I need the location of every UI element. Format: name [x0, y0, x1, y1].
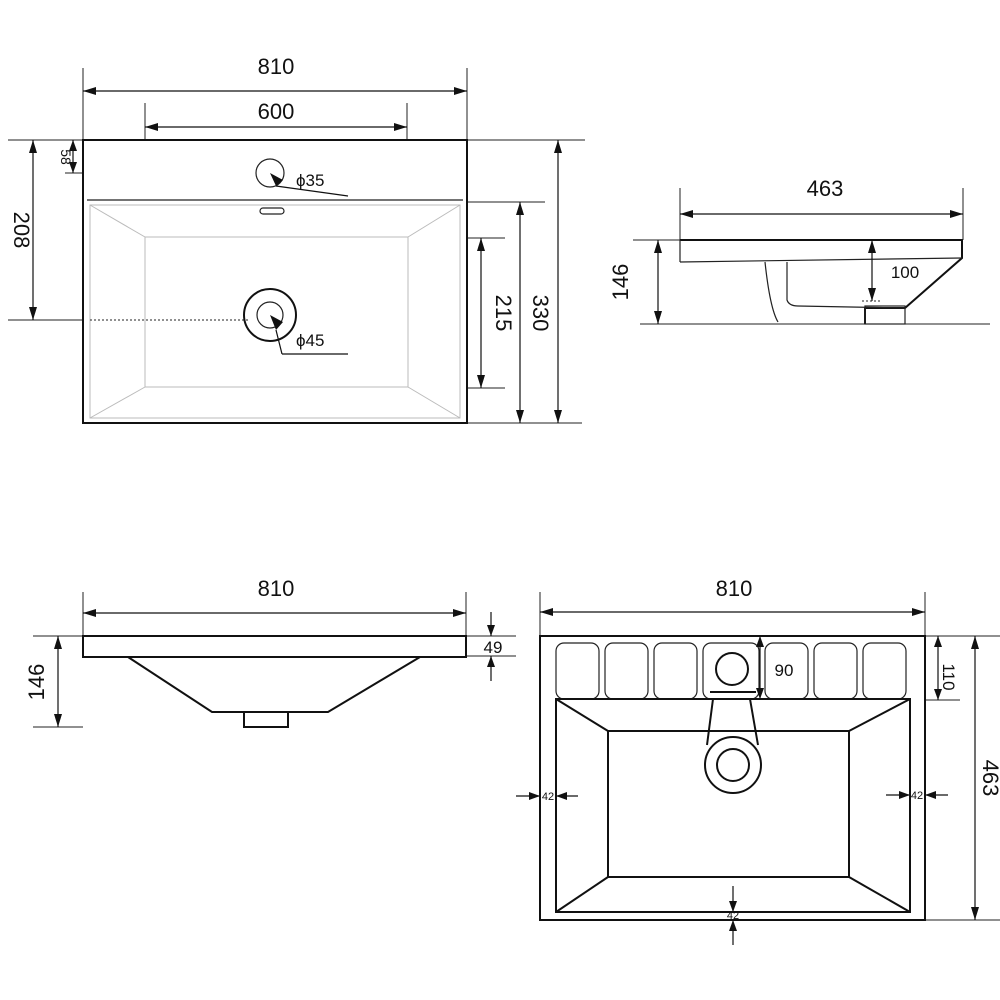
drain-offset-dimension: 208 [9, 212, 34, 249]
drain-hole [243, 288, 297, 342]
faucet-hole [255, 158, 285, 188]
plan-faucet-hole [715, 652, 749, 686]
drain-hole-label: ϕ45 [296, 331, 324, 350]
side-view: 463 146 100 [608, 176, 990, 325]
side-height-dimension: 146 [608, 264, 633, 301]
plan-width-dimension: 810 [716, 576, 753, 601]
basin-depth-dimension: 215 [491, 295, 516, 332]
plan-left-margin-dimension: 42 [542, 791, 554, 803]
top-inner-width-dimension: 600 [258, 99, 295, 124]
plan-faucet-dimension: 90 [775, 661, 794, 680]
plan-front-margin-dimension: 42 [727, 910, 739, 922]
depth-330-dimension: 330 [528, 295, 553, 332]
front-height-dimension: 146 [24, 664, 49, 701]
top-view-outline [82, 139, 468, 424]
top-width-dimension: 810 [258, 54, 295, 79]
plan-view: 90 110 463 810 42 42 42 [516, 576, 1000, 945]
plan-drain-hole [704, 736, 762, 794]
top-view: ϕ35 ϕ45 810 600 58 208 215 [8, 54, 585, 424]
front-view: 810 146 49 [24, 576, 516, 728]
plan-right-margin-dimension: 42 [911, 790, 923, 802]
front-rim-dimension: 49 [484, 638, 503, 657]
plan-depth-dimension: 463 [978, 760, 1000, 797]
side-length-dimension: 463 [807, 176, 844, 201]
faucet-offset-dimension: 58 [58, 149, 74, 165]
plan-deck-dimension: 110 [939, 663, 958, 690]
side-bowl-depth-dimension: 100 [891, 263, 919, 282]
faucet-hole-label: ϕ35 [296, 171, 324, 190]
front-width-dimension: 810 [258, 576, 295, 601]
